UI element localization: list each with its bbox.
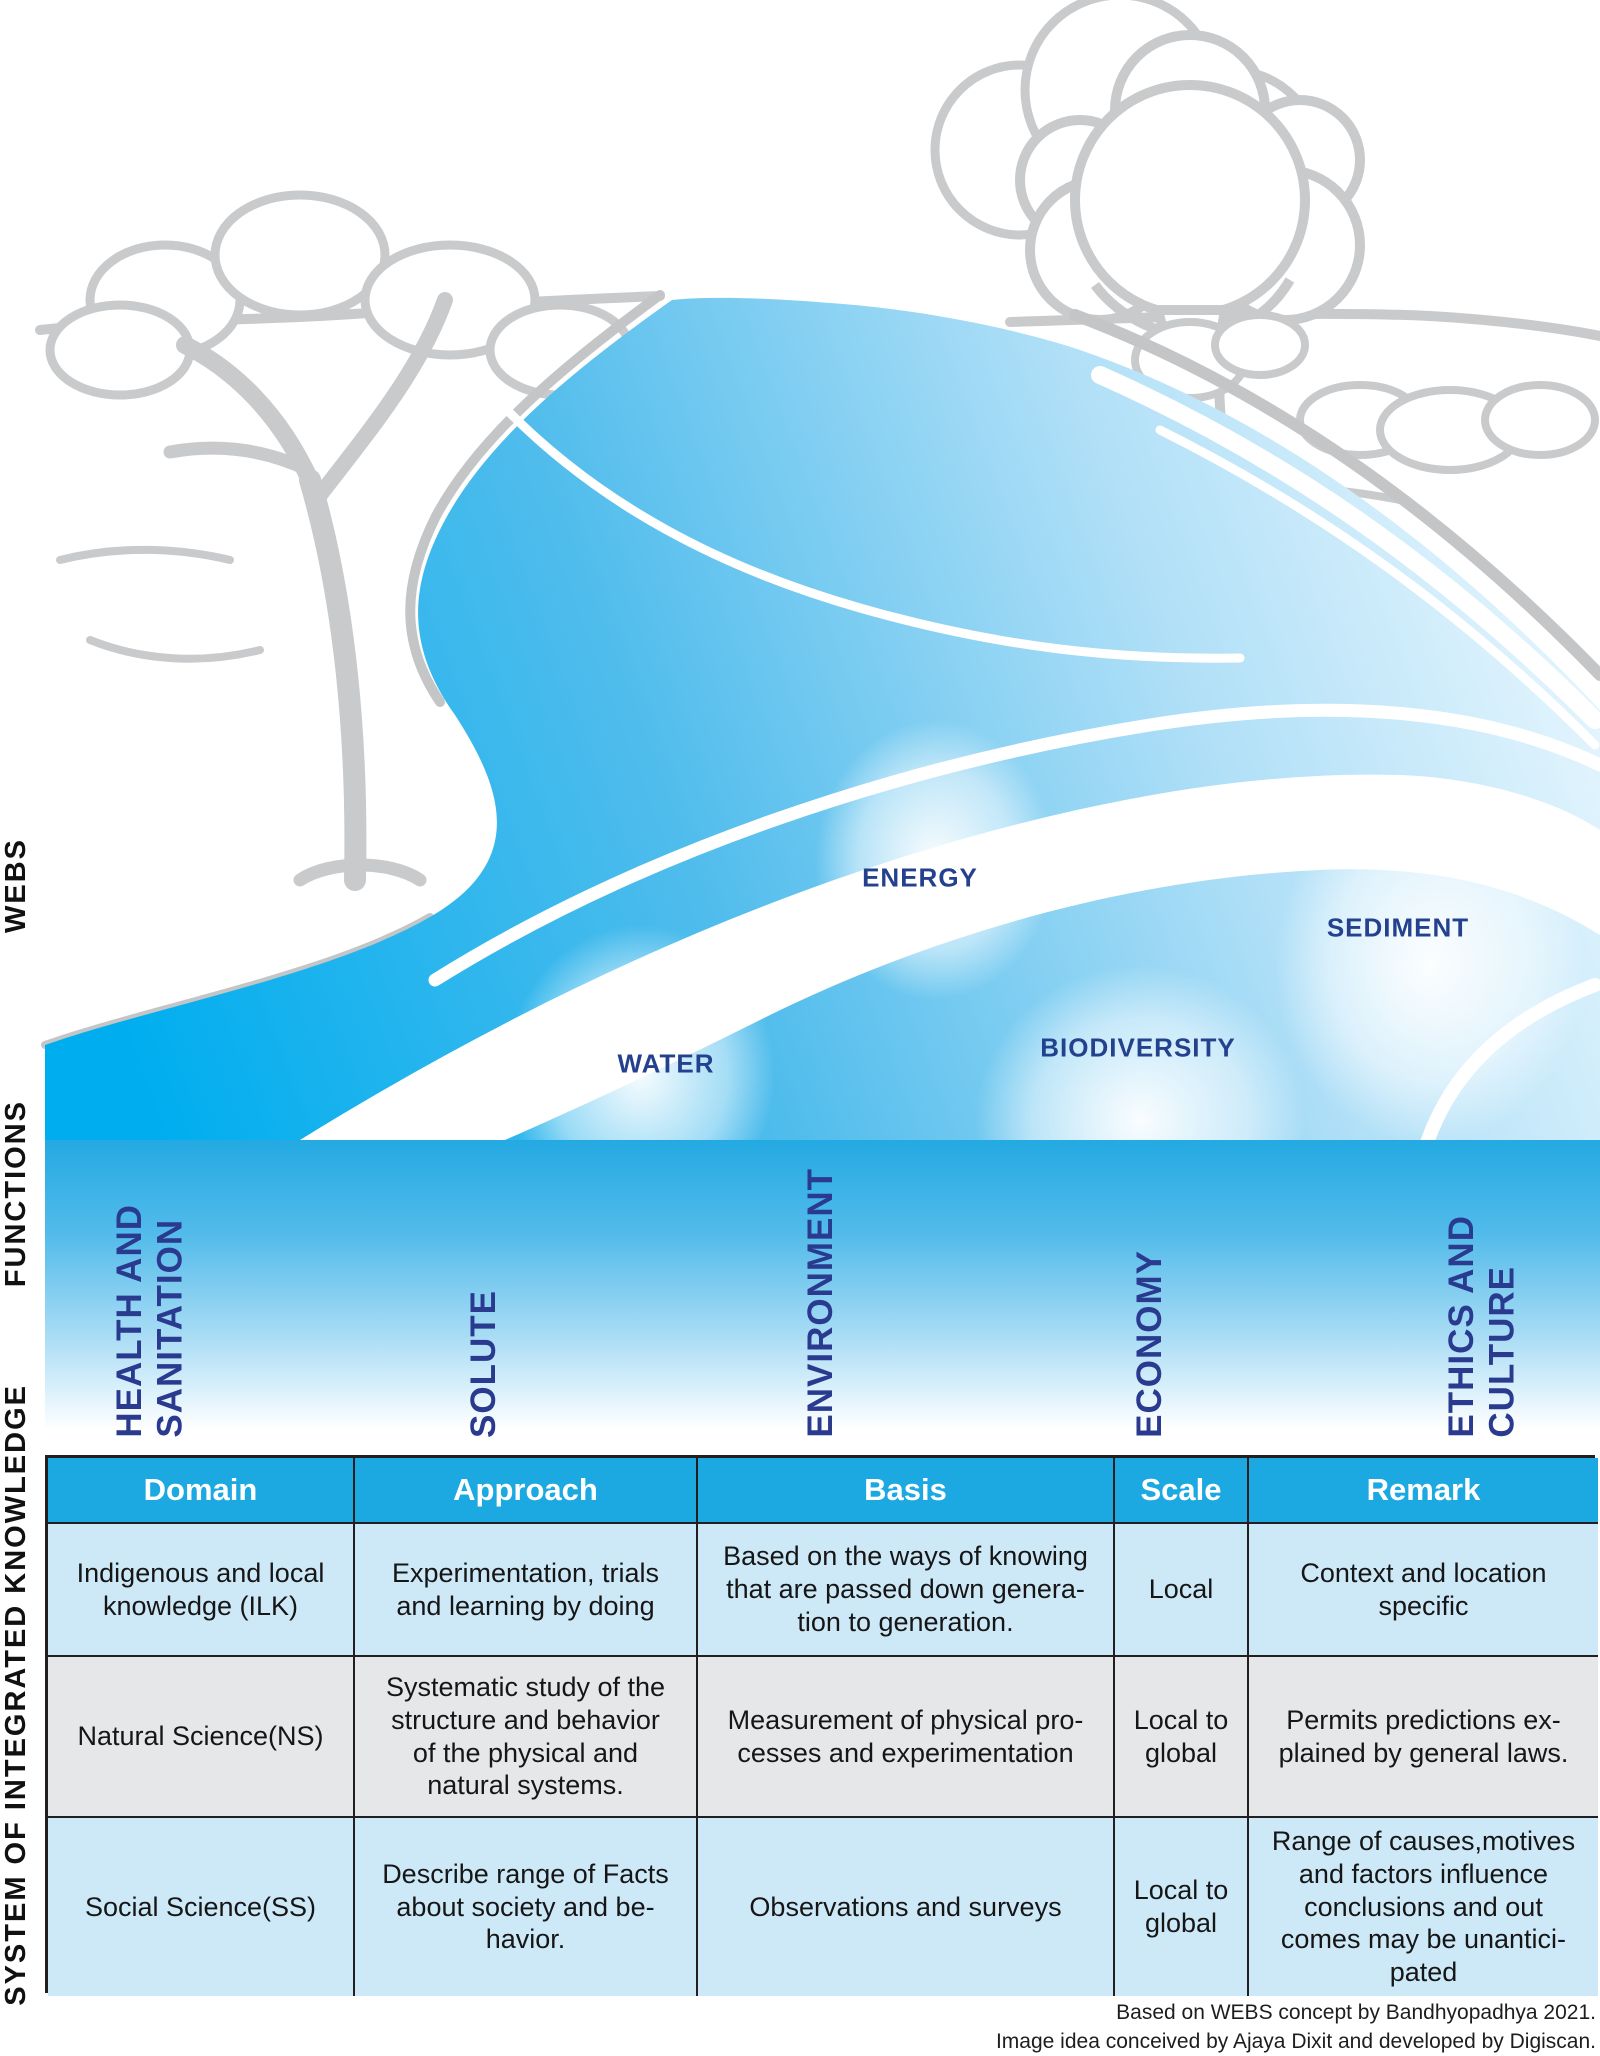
table-cell-ss-remark: Range of causes,motives and factors infl…: [1249, 1818, 1598, 1996]
band-label-solute: SOLUTE: [464, 1290, 503, 1438]
functions-band: [45, 1140, 1600, 1455]
side-label-functions: FUNCTIONS: [0, 1099, 32, 1287]
band-label-health-sanitation: HEALTH AND SANITATION: [110, 1204, 190, 1438]
table-cell-ns-scale: Local to global: [1115, 1657, 1249, 1818]
credits: Based on WEBS concept by Bandhyopadhya 2…: [996, 1998, 1596, 2056]
glow-oval: [505, 925, 775, 1140]
river-label-water: WATER: [617, 1048, 715, 1079]
table-cell-ns-remark: Permits predictions ex- plained by gener…: [1249, 1657, 1598, 1818]
table-cell-ns-domain: Natural Science(NS): [48, 1657, 355, 1818]
table-cell-ss-scale: Local to global: [1115, 1818, 1249, 1996]
table-cell-ns-approach: Systematic study of the structure and be…: [355, 1657, 698, 1818]
table-header-remark: Remark: [1249, 1458, 1598, 1524]
table-header-domain: Domain: [48, 1458, 355, 1524]
table-cell-ilk-domain: Indigenous and local knowledge (ILK): [48, 1524, 355, 1657]
band-label-economy: ECONOMY: [1130, 1250, 1169, 1438]
knowledge-table: Domain Approach Basis Scale Remark Indig…: [45, 1455, 1598, 1996]
table-header-basis: Basis: [698, 1458, 1115, 1524]
table-cell-ns-basis: Measurement of physical pro- cesses and …: [698, 1657, 1115, 1818]
river-label-energy: ENERGY: [862, 862, 978, 893]
river-label-sediment: SEDIMENT: [1326, 912, 1470, 943]
river-label-biodiversity: BIODIVERSITY: [1040, 1032, 1236, 1063]
side-label-system-of-integrated-knowledge: SYSTEM OF INTEGRATED KNOWLEDGE: [0, 1384, 32, 2006]
glow-oval: [815, 720, 1055, 1000]
band-label-environment: ENVIRONMENT: [801, 1168, 840, 1438]
glow-ovals: [505, 720, 1585, 1140]
table-cell-ilk-remark: Context and location specific: [1249, 1524, 1598, 1657]
table-cell-ilk-approach: Experimentation, trials and learning by …: [355, 1524, 698, 1657]
table-cell-ss-approach: Describe range of Facts about society an…: [355, 1818, 698, 1996]
table-cell-ss-domain: Social Science(SS): [48, 1818, 355, 1996]
river-shape: [45, 297, 1600, 1140]
glow-oval: [975, 965, 1305, 1140]
table-header-scale: Scale: [1115, 1458, 1249, 1524]
tree-icon: [45, 190, 635, 891]
credit-line: Image idea conceived by Ajaya Dixit and …: [995, 2030, 1596, 2053]
table-cell-ilk-scale: Local: [1115, 1524, 1249, 1657]
band-label-ethics-culture: ETHICS AND CULTURE: [1442, 1215, 1522, 1438]
credit-line: Based on WEBS concept by Bandhyopadhya 2…: [1116, 2001, 1596, 2024]
table-cell-ss-basis: Observations and surveys: [698, 1818, 1115, 1996]
side-label-webs: WEBS: [0, 838, 32, 933]
table-cell-ilk-basis: Based on the ways of knowing that are pa…: [698, 1524, 1115, 1657]
table-header-approach: Approach: [355, 1458, 698, 1524]
glow-oval: [1275, 785, 1585, 1140]
river-illustration: [35, 0, 1600, 1140]
